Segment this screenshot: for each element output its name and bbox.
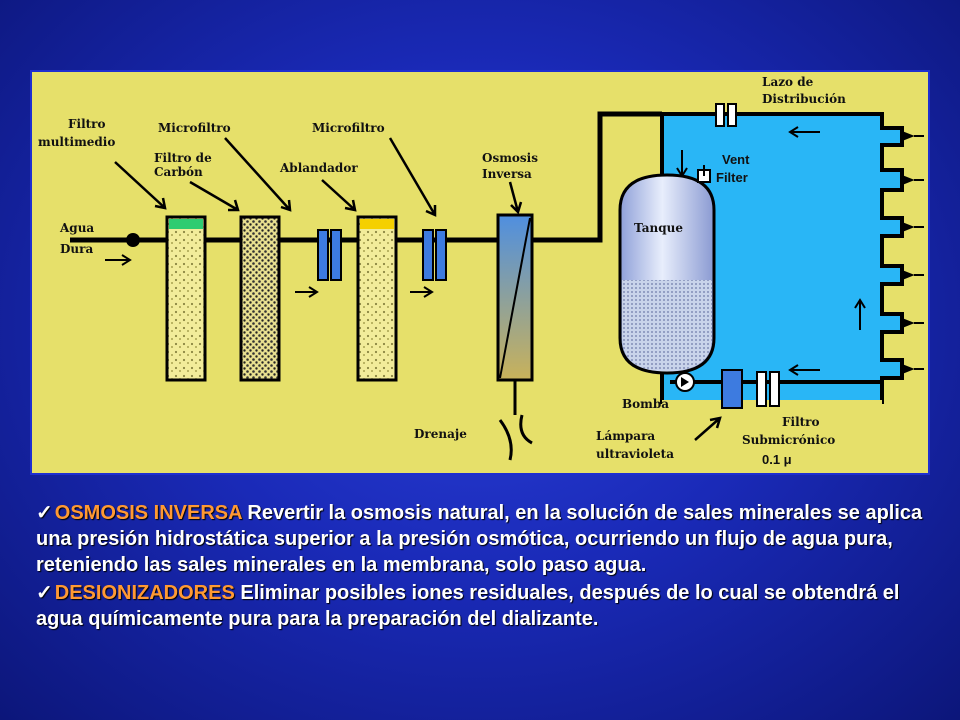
label-lazo-2: Distribución [762, 92, 846, 106]
label-filtro-multimedio-2: multimedio [38, 135, 115, 149]
feed-flow-arrows [105, 254, 434, 298]
label-lampara-2: ultravioleta [596, 447, 674, 461]
check-icon: ✓ [36, 582, 53, 604]
loop-flow-arrows [676, 126, 866, 376]
label-filtro-sub-2: Submicrónico [742, 433, 835, 447]
uv-lamp [721, 369, 743, 409]
multimedia-filter [165, 215, 207, 382]
softener [356, 215, 398, 382]
outlet-taps [901, 130, 924, 375]
label-lampara-1: Lámpara [596, 429, 655, 443]
body-osmosis-inversa: Revertir la osmosis natural, en la soluc… [36, 502, 923, 576]
label-filtro-multimedio-1: Filtro [68, 117, 106, 131]
label-drenaje: Drenaje [414, 427, 467, 441]
label-pointers [114, 137, 722, 441]
label-filtro-carbon-2: Carbón [154, 165, 203, 179]
water-treatment-diagram: Filtro multimedio Microfiltro Filtro de … [30, 70, 930, 475]
drain [498, 380, 533, 461]
label-filtro-sub-1: Filtro [782, 415, 820, 429]
carbon-filter [239, 215, 281, 382]
vent-filter [697, 165, 711, 183]
reverse-osmosis-membrane [496, 213, 534, 382]
term-desionizadores: DESIONIZADORES [54, 582, 235, 604]
label-agua-2: Dura [60, 242, 93, 256]
label-lazo-1: Lazo de [762, 75, 814, 89]
label-microfiltro-1: Microfiltro [158, 121, 231, 135]
label-agua-1: Agua [59, 221, 94, 235]
paragraph-desionizadores: ✓DESIONIZADORES Eliminar posibles iones … [36, 580, 926, 632]
label-filtro-carbon-1: Filtro de [154, 151, 212, 165]
description-text: ✓OSMOSIS INVERSA Revertir la osmosis nat… [36, 500, 926, 634]
label-filtro-sub-3: 0.1 μ [762, 452, 792, 467]
label-osmosis-1: Osmosis [482, 151, 538, 165]
label-osmosis-2: Inversa [482, 167, 532, 181]
pump [675, 372, 695, 392]
body-desionizadores: Eliminar posibles iones residuales, desp… [36, 582, 900, 630]
storage-tank [618, 173, 716, 375]
microfilter-1 [317, 229, 342, 281]
label-tanque: Tanque [634, 221, 683, 235]
term-osmosis-inversa: OSMOSIS INVERSA [54, 502, 242, 524]
paragraph-osmosis: ✓OSMOSIS INVERSA Revertir la osmosis nat… [36, 500, 926, 578]
check-icon: ✓ [36, 502, 53, 524]
submicron-filter [756, 371, 780, 407]
label-ablandador: Ablandador [279, 161, 358, 175]
microfilter-2 [422, 229, 447, 281]
label-bomba: Bomba [622, 397, 669, 411]
label-microfiltro-2: Microfiltro [312, 121, 385, 135]
label-vent-1: Vent [722, 152, 750, 167]
loop-valve [715, 103, 737, 127]
label-vent-2: Filter [716, 170, 748, 185]
